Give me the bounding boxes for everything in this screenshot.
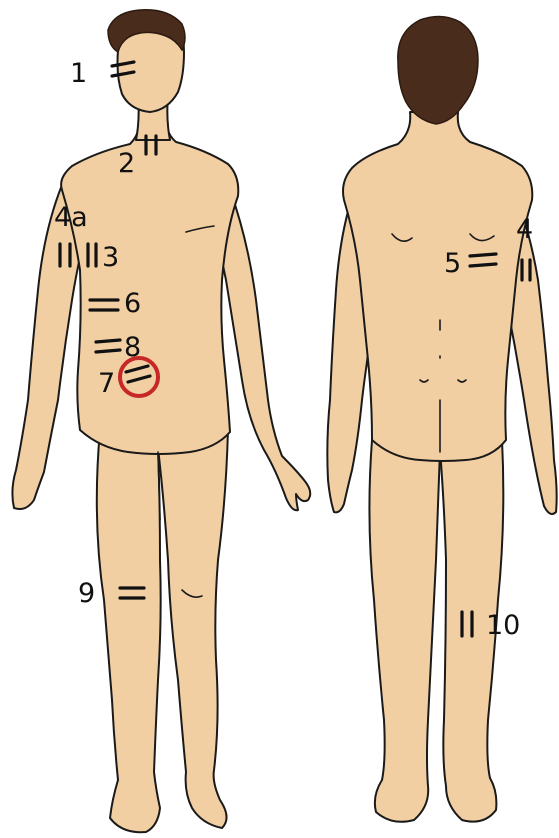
label-4: 4 [516,214,533,245]
label-10: 10 [486,610,520,641]
mark-5-stroke [470,254,496,256]
mark-8-stroke [96,340,120,342]
mark-5-stroke [470,264,496,266]
back-head [398,16,478,124]
back-left-leg [369,440,440,822]
front-right-leg [158,430,228,828]
front-figure [12,10,310,832]
back-figure [327,16,556,821]
front-torso [61,112,238,454]
label-6: 6 [124,288,141,319]
front-left-leg [97,430,161,832]
mark-8-stroke [96,350,120,352]
back-torso [343,112,532,461]
label-7: 7 [98,368,115,399]
label-9: 9 [78,578,95,609]
label-1: 1 [70,58,87,89]
label-4a: 4a [54,202,88,233]
label-5: 5 [444,248,461,279]
label-2: 2 [118,148,135,179]
label-3: 3 [102,242,119,273]
